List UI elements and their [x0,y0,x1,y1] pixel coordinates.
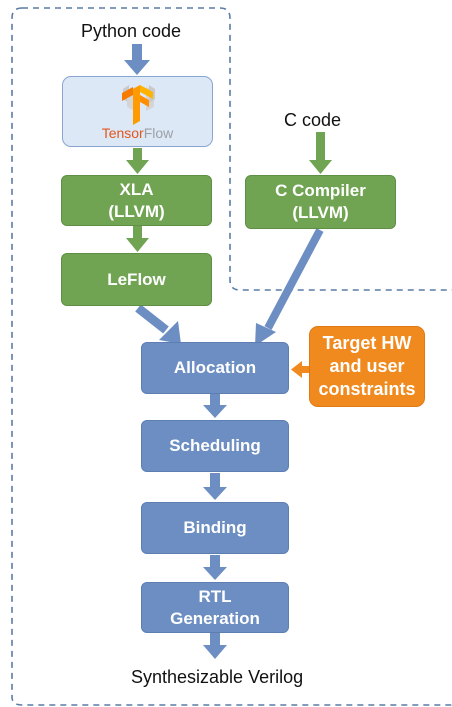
c-code-label: C code [284,110,342,130]
scheduling-label: Scheduling [169,436,261,455]
rtl-label: RTL [198,586,232,606]
tensorflow-wordmark: TensorFlow [63,125,212,141]
tensorflow-logo-icon [122,85,155,125]
python-code-label: Python code [81,21,182,41]
arrow-xla-to-leflow [126,226,149,252]
arrow-python-to-tensorflow [124,44,150,75]
tensorflow-box: TensorFlow [62,76,213,147]
xla-llvm-label: (LLVM) [108,201,165,221]
tensorflow-wordmark-flow: Flow [143,125,174,141]
xla-box: XLA (LLVM) [61,175,212,226]
binding-box: Binding [141,502,289,554]
synthesizable-verilog-label: Synthesizable Verilog [131,667,304,687]
leflow-label: LeFlow [107,269,166,289]
binding-label: Binding [183,518,247,537]
c-compiler-label: C Compiler [275,181,366,200]
c-compiler-llvm-label: (LLVM) [292,203,349,222]
arrow-leflow-to-allocation [135,304,181,344]
hls-region-border [11,7,452,706]
arrow-rtl-to-verilog [203,633,227,659]
allocation-label: Allocation [173,358,257,377]
constraints-label: constraints [318,379,416,399]
arrow-allocation-to-scheduling [203,394,227,418]
target-constraints-box: Target HW and user constraints [309,326,425,407]
arrow-scheduling-to-binding [203,473,227,500]
scheduling-box: Scheduling [141,420,289,472]
c-compiler-box: C Compiler (LLVM) [245,175,396,229]
arrow-binding-to-rtl [203,555,227,580]
leflow-box: LeFlow [61,253,212,306]
allocation-box: Allocation [141,342,289,394]
arrow-ccompiler-to-allocation [255,228,324,346]
arrow-tensorflow-to-xla [126,148,149,174]
and-user-label: and user [329,356,405,376]
rtl-generation-box: RTL Generation [141,582,289,633]
arrow-constraints-to-allocation [291,361,310,378]
tensorflow-wordmark-tensor: Tensor [101,125,144,141]
target-hw-label: Target HW [322,333,412,353]
xla-label: XLA [119,179,154,199]
generation-label: Generation [170,608,260,628]
arrow-ccode-to-ccompiler [309,132,332,174]
leflow-region-border [22,7,452,291]
